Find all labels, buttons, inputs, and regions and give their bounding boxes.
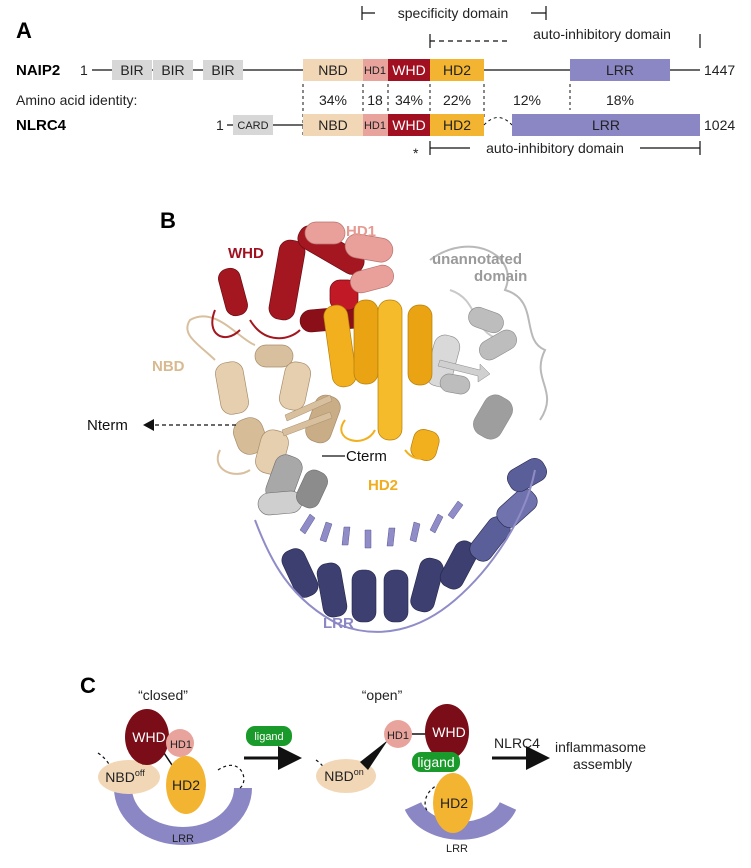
closed-nbd-label: NBDoff bbox=[105, 768, 145, 785]
naip2-bir-1-label: BIR bbox=[120, 62, 143, 78]
naip2-nbd-label: NBD bbox=[318, 62, 348, 78]
closed-whd bbox=[125, 709, 169, 765]
nlrc4-hd1-label: HD1 bbox=[364, 120, 386, 132]
identity-whd: 34% bbox=[395, 92, 423, 108]
nlrc4-arrow-label: NLRC4 bbox=[494, 735, 540, 751]
naip2-row: NAIP2 1 BIR BIR BIR NBD HD1 WHD HD2 LRR … bbox=[16, 59, 735, 81]
label-unannotated-1: unannotated bbox=[432, 251, 522, 268]
naip2-hd1-label: HD1 bbox=[364, 65, 386, 77]
specificity-domain-label: specificity domain bbox=[398, 5, 509, 21]
nlrc4-card bbox=[233, 115, 273, 135]
nlrc4-hd1 bbox=[363, 114, 388, 136]
naip2-lrr-label: LRR bbox=[606, 62, 634, 78]
label-nterm: Nterm bbox=[87, 417, 128, 434]
identity-hd2: 22% bbox=[443, 92, 471, 108]
nlrc4-row: NLRC4 1 CARD NBD HD1 WHD HD2 LRR 1024 bbox=[16, 114, 735, 136]
naip2-bir-2 bbox=[153, 60, 193, 80]
closed-nbd bbox=[98, 760, 160, 794]
naip2-bir-1 bbox=[112, 60, 152, 80]
open-nbd bbox=[316, 759, 376, 793]
nlrc4-start: 1 bbox=[216, 117, 224, 133]
closed-lrr-label: LRR bbox=[172, 833, 194, 845]
identity-nbd: 34% bbox=[319, 92, 347, 108]
closed-whd-label: WHD bbox=[132, 729, 165, 745]
closed-state: LRR NBDoff WHD HD1 HD2 bbox=[97, 709, 252, 845]
naip2-lrr bbox=[570, 59, 670, 81]
nlrc4-whd bbox=[388, 114, 430, 136]
closed-title: “closed” bbox=[138, 687, 188, 703]
panel-a-label: A bbox=[16, 18, 32, 43]
ligand-input-box bbox=[246, 726, 292, 746]
nlrc4-hd2 bbox=[430, 114, 484, 136]
naip2-hd1 bbox=[363, 59, 388, 81]
naip2-whd bbox=[388, 59, 430, 81]
closed-hd1 bbox=[166, 729, 194, 757]
autoinhibitory-bracket-bottom: * auto-inhibitory domain bbox=[413, 140, 701, 161]
label-lrr: LRR bbox=[323, 615, 354, 632]
naip2-bir-2-label: BIR bbox=[161, 62, 184, 78]
autoinhibitory-top-label: auto-inhibitory domain bbox=[533, 26, 671, 42]
open-lrr-label: LRR bbox=[446, 843, 468, 855]
open-whd-label: WHD bbox=[432, 724, 465, 740]
open-title: “open” bbox=[362, 687, 403, 703]
label-unannotated-2: domain bbox=[474, 268, 527, 285]
naip2-name: NAIP2 bbox=[16, 62, 60, 79]
nlrc4-lrr bbox=[512, 114, 700, 136]
naip2-nbd bbox=[303, 59, 363, 81]
nlrc4-nbd-label: NBD bbox=[318, 117, 348, 133]
identity-label: Amino acid identity: bbox=[16, 92, 137, 108]
closed-hd2 bbox=[166, 756, 206, 814]
label-hd2: HD2 bbox=[368, 477, 398, 494]
nlrc4-end: 1024 bbox=[704, 117, 735, 133]
naip2-whd-label: WHD bbox=[392, 62, 425, 78]
nlrc4-card-label: CARD bbox=[237, 120, 268, 132]
naip2-start: 1 bbox=[80, 62, 88, 78]
label-whd: WHD bbox=[228, 245, 264, 262]
open-state: LRR NBDon HD1 WHD ligand HD2 bbox=[315, 704, 517, 855]
nlrc4-lrr-label: LRR bbox=[592, 117, 620, 133]
autoinhibitory-bottom-label: auto-inhibitory domain bbox=[486, 140, 624, 156]
open-hd1-label: HD1 bbox=[387, 730, 409, 742]
specificity-bracket: specificity domain bbox=[361, 4, 547, 22]
nlrc4-whd-label: WHD bbox=[392, 117, 425, 133]
outcome-line-2: assembly bbox=[573, 756, 632, 772]
identity-linker: 12% bbox=[513, 92, 541, 108]
label-nbd: NBD bbox=[152, 358, 185, 375]
open-hd1 bbox=[384, 720, 412, 748]
naip2-hd2 bbox=[430, 59, 484, 81]
closed-lrr-arc bbox=[114, 787, 252, 845]
nterm-arrow bbox=[143, 419, 236, 431]
ligand-input-label: ligand bbox=[254, 731, 283, 743]
closed-hd1-label: HD1 bbox=[170, 739, 192, 751]
nlrc4-nbd bbox=[303, 114, 363, 136]
asterisk-mark: * bbox=[413, 145, 419, 161]
open-ligand bbox=[412, 752, 460, 772]
naip2-bir-3-label: BIR bbox=[211, 62, 234, 78]
open-nbd-label: NBDon bbox=[324, 767, 364, 784]
naip2-bir-3 bbox=[203, 60, 243, 80]
identity-lrr: 18% bbox=[606, 92, 634, 108]
open-hd2 bbox=[433, 773, 473, 833]
identity-hd1: 18 bbox=[367, 92, 383, 108]
label-hd1: HD1 bbox=[346, 223, 376, 240]
label-cterm: Cterm bbox=[346, 448, 387, 465]
protein-structure bbox=[186, 221, 549, 633]
outcome-line-1: inflammasome bbox=[555, 739, 646, 755]
open-ligand-label: ligand bbox=[417, 754, 454, 770]
nlrc4-name: NLRC4 bbox=[16, 117, 67, 134]
nlrc4-hd2-label: HD2 bbox=[443, 117, 471, 133]
open-whd bbox=[425, 704, 469, 760]
naip2-hd2-label: HD2 bbox=[443, 62, 471, 78]
open-hd2-label: HD2 bbox=[440, 795, 468, 811]
panel-b-label: B bbox=[160, 208, 176, 233]
autoinhibitory-bracket-top: auto-inhibitory domain bbox=[429, 26, 701, 48]
identity-row: Amino acid identity: 34% 18 34% 22% 12% … bbox=[16, 84, 634, 138]
closed-hd2-label: HD2 bbox=[172, 777, 200, 793]
panel-c-label: C bbox=[80, 673, 96, 698]
naip2-end: 1447 bbox=[704, 62, 735, 78]
